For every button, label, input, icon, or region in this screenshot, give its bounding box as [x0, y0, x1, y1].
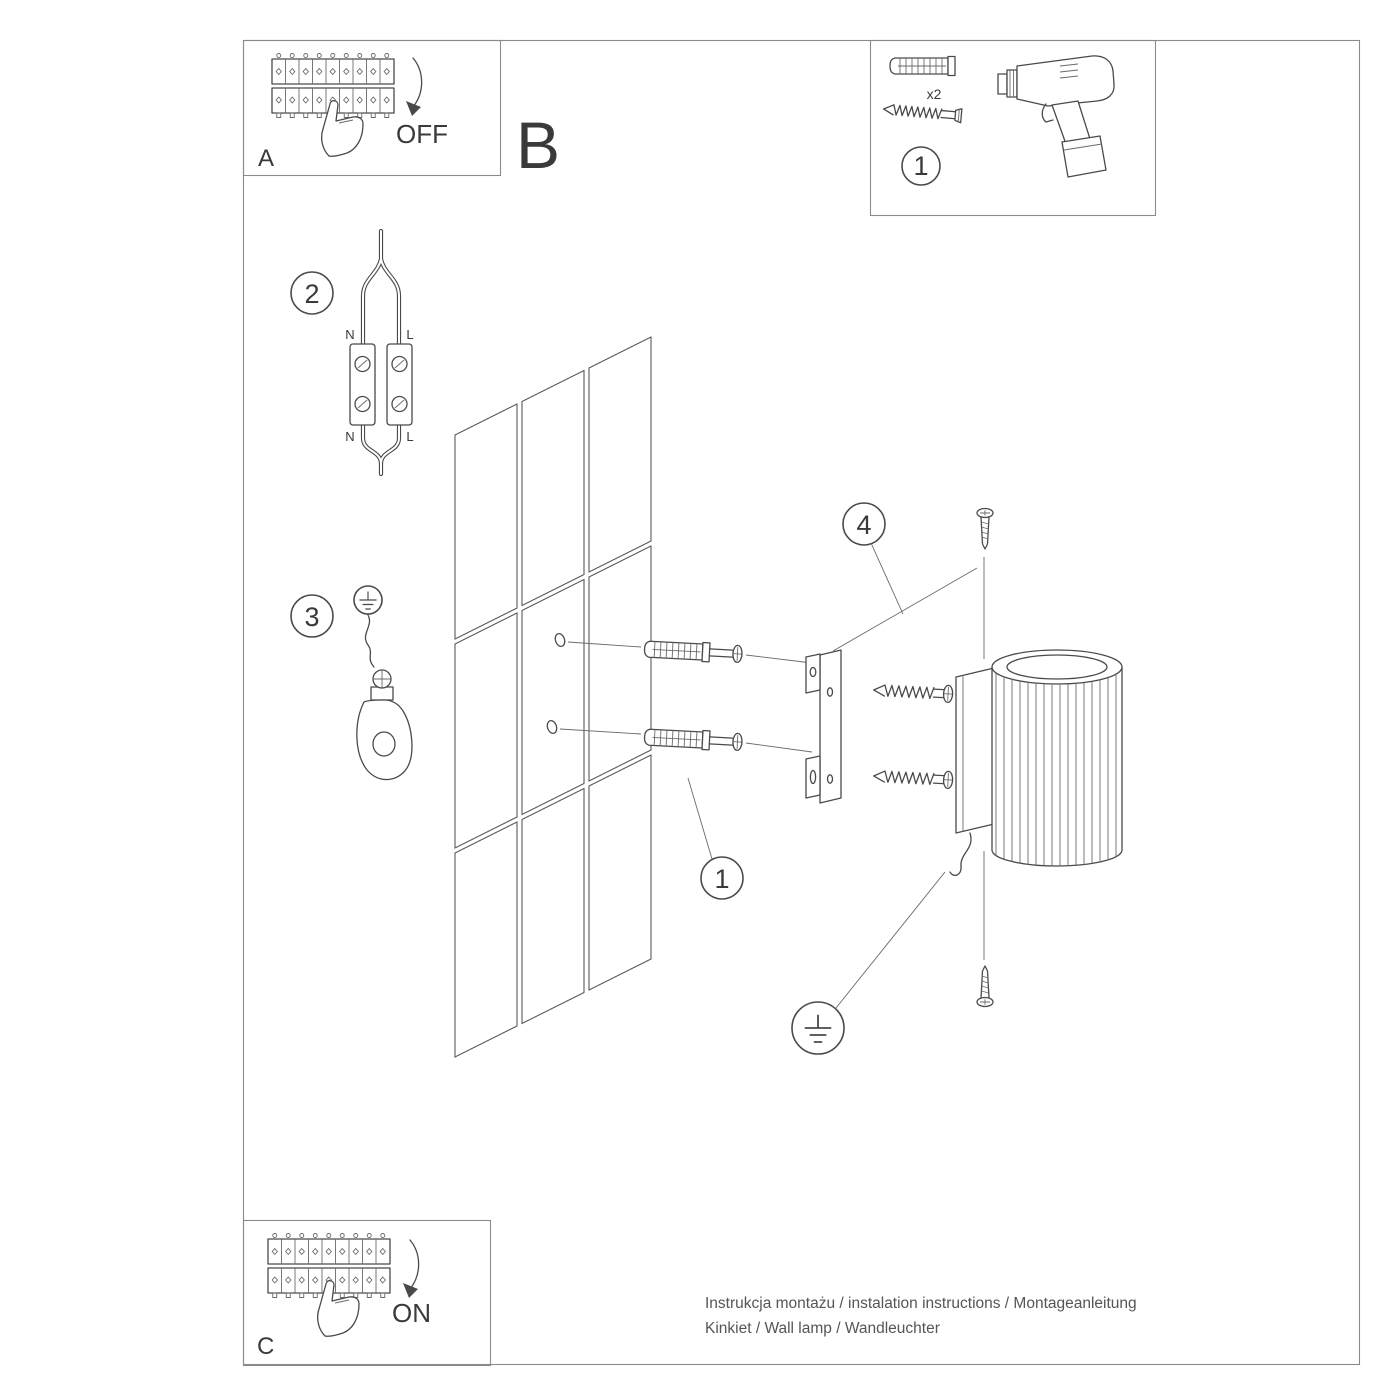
terminal-l-top-label: L	[406, 327, 413, 342]
step-3-circle	[290, 594, 334, 638]
tools-box-frame	[869, 39, 1157, 217]
flip-up-arrow-icon	[402, 1239, 420, 1299]
panel-a-frame	[242, 39, 502, 177]
step-2-circle	[290, 271, 334, 315]
hand-icon	[320, 100, 364, 157]
panel-a-state-label: OFF	[396, 119, 448, 149]
tools-step-circle	[901, 146, 941, 186]
step-1-number: 1	[714, 864, 729, 894]
lamp-ribs	[995, 672, 1117, 866]
mounting-screws	[872, 680, 954, 790]
tools-box: x2 1	[869, 39, 1157, 217]
step-1-circle	[700, 856, 744, 900]
step-2-number: 2	[304, 279, 319, 309]
step-3-number: 3	[304, 602, 319, 632]
drill-hole-top	[554, 633, 566, 647]
lamp-screw-top	[976, 507, 994, 550]
step-4-callout: 4	[842, 502, 904, 615]
section-b-label: B	[516, 108, 560, 182]
panel-a-label: A	[258, 145, 274, 172]
ground-symbol-callout	[791, 871, 946, 1055]
tools-step-number: 1	[913, 151, 928, 181]
lamp-back-plate	[955, 667, 995, 834]
step-3-grounding: 3	[290, 585, 413, 781]
footer-line-1: Instrukcja montażu / instalation instruc…	[705, 1295, 1137, 1312]
terminal-body	[370, 686, 394, 701]
terminal-l-bottom-label: L	[406, 429, 413, 444]
footer: Instrukcja montażu / instalation instruc…	[705, 1295, 1137, 1337]
lamp-screw-bottom	[976, 965, 994, 1008]
assembly-guides	[832, 557, 985, 960]
mounting-bracket	[805, 649, 842, 804]
anchor-assembly-top	[643, 638, 743, 663]
lamp-cylinder	[991, 667, 1123, 867]
footer-line-2: Kinkiet / Wall lamp / Wandleuchter	[705, 1320, 940, 1337]
flip-down-arrow-icon	[405, 57, 423, 117]
terminal-n-top-label: N	[345, 327, 354, 342]
page-border	[242, 39, 1361, 1366]
step-2-wiring: 2 N L N L	[290, 228, 414, 477]
drill-hole-bottom	[546, 720, 558, 734]
panel-c-state-label: ON	[392, 1298, 431, 1328]
screw-icon	[882, 104, 963, 124]
panel-a-power-off: OFF A	[242, 39, 502, 177]
wall-anchors	[559, 638, 813, 753]
terminal-n-bottom-label: N	[345, 429, 354, 444]
lamp-ground-wire	[949, 832, 972, 877]
panel-c-power-on: ON C	[242, 1219, 492, 1367]
panel-c-label: C	[257, 1333, 274, 1360]
hand-icon	[316, 1280, 360, 1337]
drill-icon	[997, 55, 1115, 178]
wall-tiles	[454, 336, 652, 1058]
step-4-number: 4	[856, 510, 871, 540]
step-4-circle	[842, 502, 886, 546]
anchor-assembly-bottom	[643, 726, 743, 751]
panel-c-frame	[242, 1219, 492, 1367]
plug-quantity-label: x2	[927, 86, 942, 102]
wall-lamp	[949, 649, 1123, 877]
ground-clamp	[356, 699, 413, 781]
mounting-screw-bottom	[872, 766, 954, 790]
mounting-screw-top	[872, 680, 954, 704]
ground-wire	[364, 614, 375, 668]
step-1-callout: 1	[687, 777, 744, 900]
wall-plug-icon	[889, 55, 956, 77]
